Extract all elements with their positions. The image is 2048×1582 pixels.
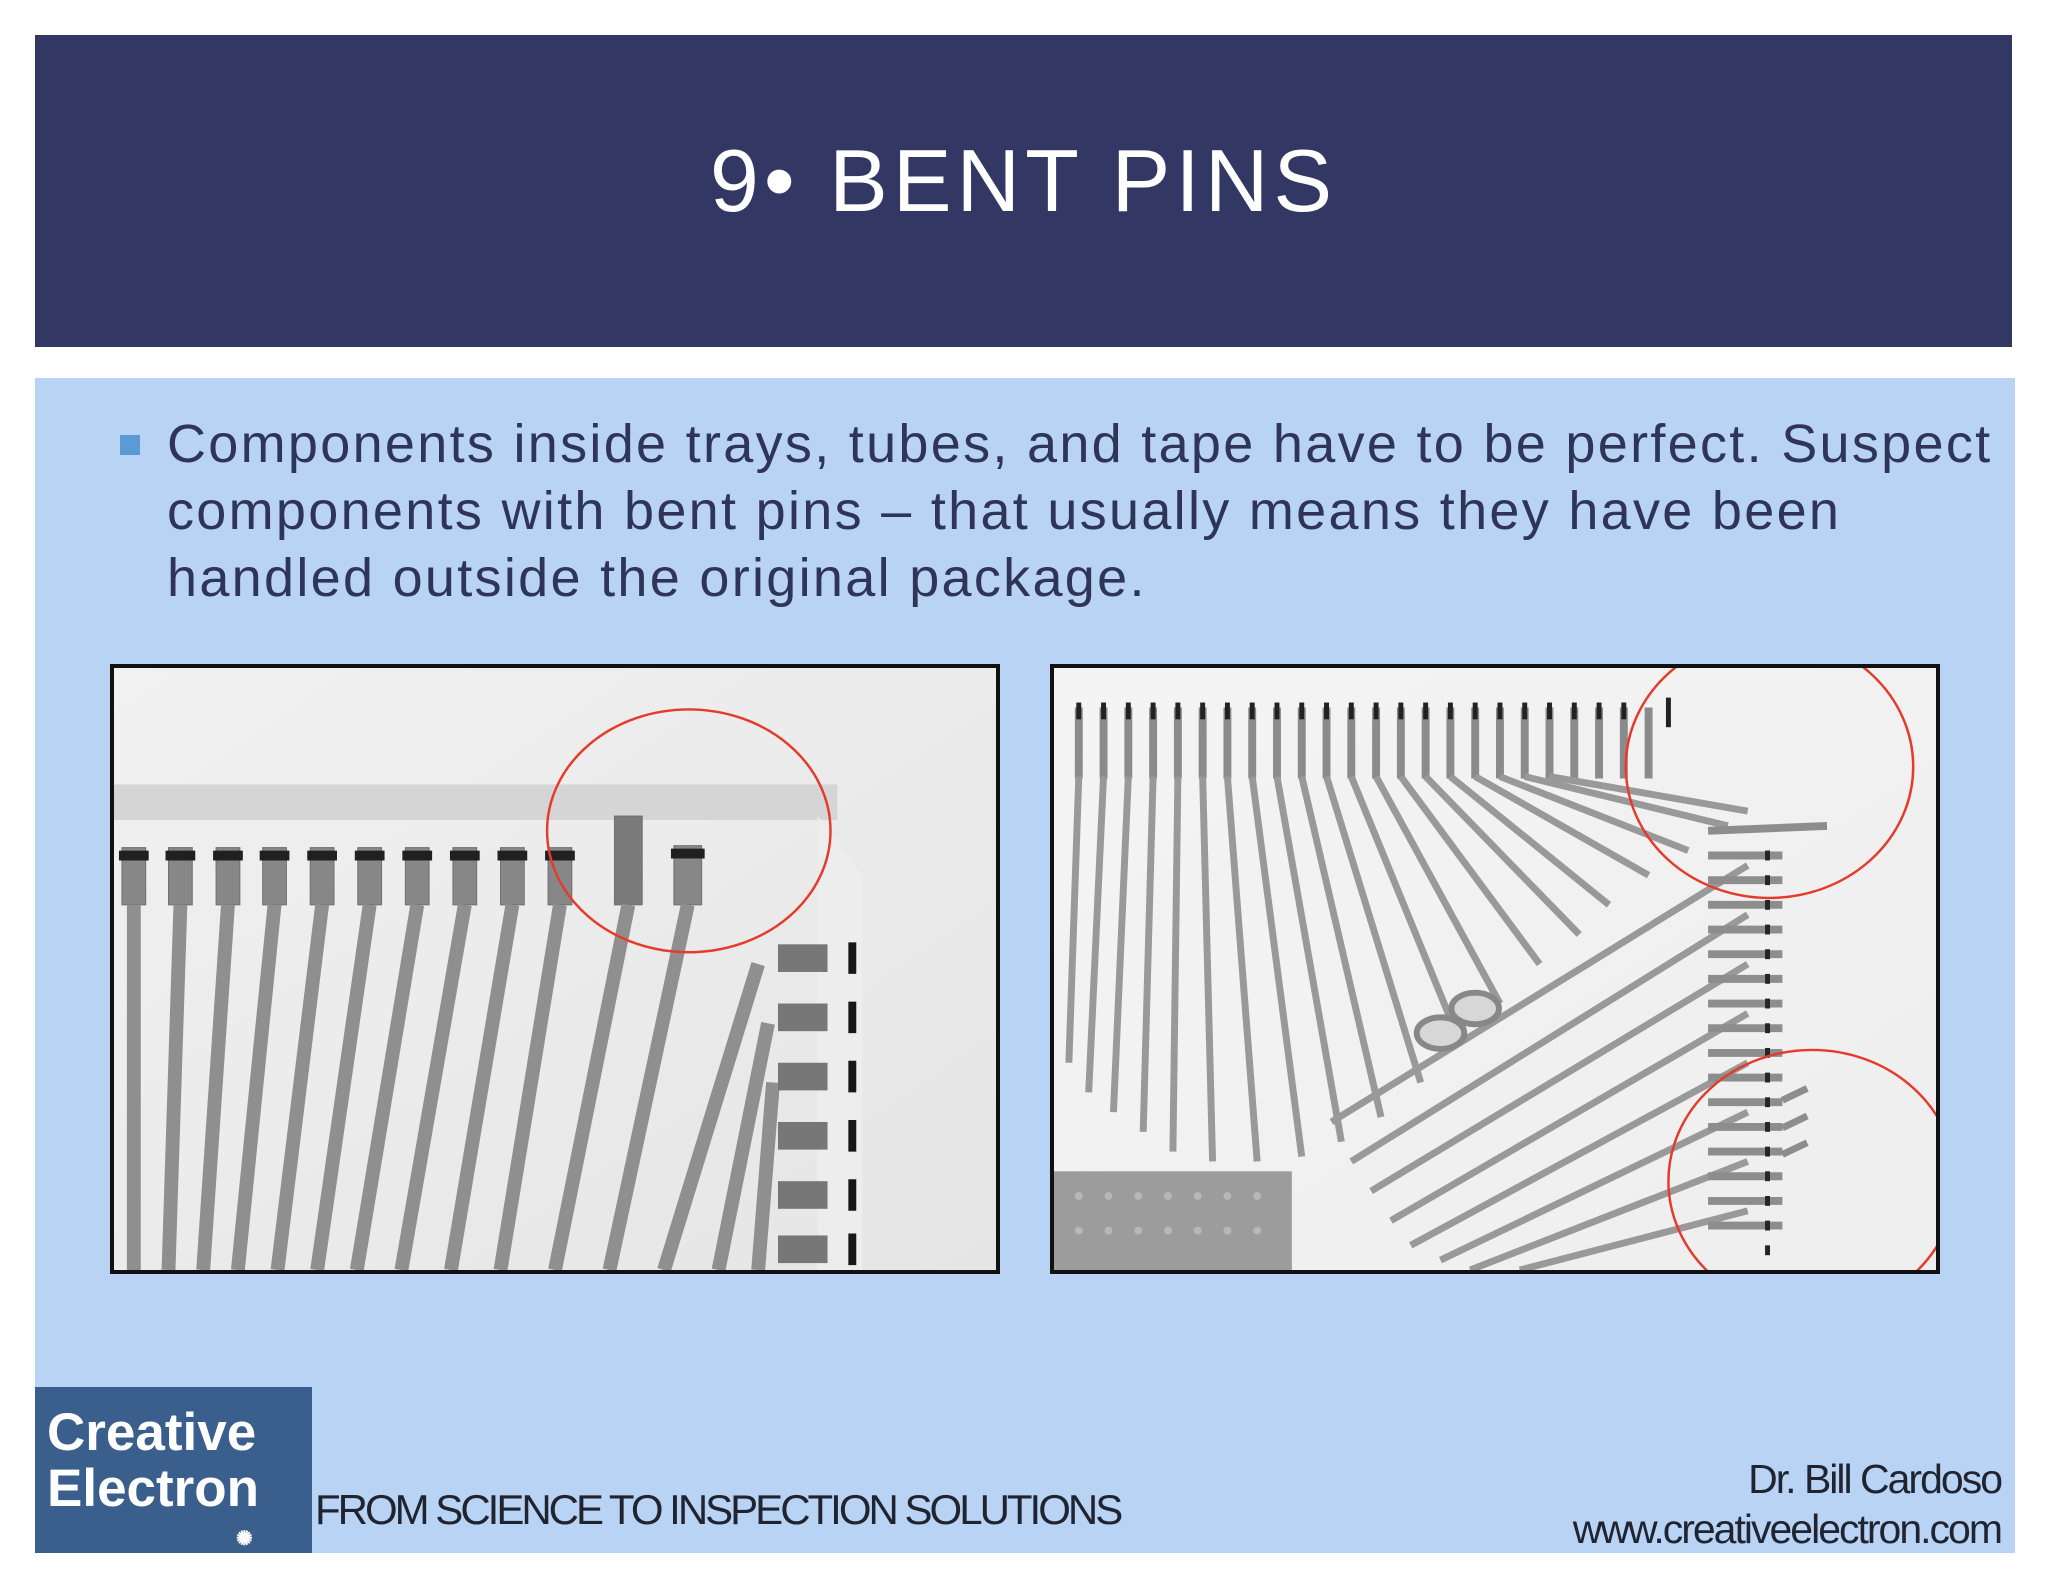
company-tagline: FROM SCIENCE TO INSPECTION SOLUTIONS — [315, 1486, 1123, 1533]
company-website: www.creativeelectron.com — [1572, 1506, 2003, 1552]
spark-icon: ✺ — [236, 1528, 253, 1550]
logo-line-electron: Electron — [47, 1459, 260, 1518]
xray-left-graphic — [114, 668, 996, 1270]
xray-image-left — [110, 664, 1000, 1274]
creative-electron-logo: Creative Electron ✺ — [35, 1387, 312, 1553]
xray-right-graphic — [1054, 668, 1936, 1270]
slide-content: Components inside trays, tubes, and tape… — [35, 378, 2015, 1553]
bullet-point: Components inside trays, tubes, and tape… — [120, 411, 2000, 612]
square-bullet-icon — [120, 435, 140, 455]
xray-image-right — [1050, 664, 1940, 1274]
author-block: Dr. Bill Cardoso www.creativeelectron.co… — [1572, 1454, 2003, 1554]
logo-line-creative: Creative — [47, 1403, 257, 1462]
author-name: Dr. Bill Cardoso — [1748, 1456, 2003, 1502]
bullet-text: Components inside trays, tubes, and tape… — [167, 414, 1993, 608]
slide-title: 9• BENT PINS — [709, 131, 1338, 230]
slide-header: 9• BENT PINS — [35, 35, 2012, 347]
